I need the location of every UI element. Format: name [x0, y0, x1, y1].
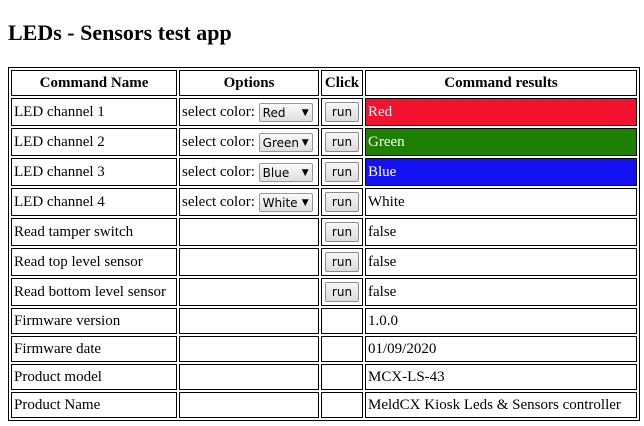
- table-row: Firmware date 01/09/2020: [11, 336, 637, 362]
- options-cell: [179, 392, 319, 418]
- command-name: LED channel 1: [11, 98, 177, 126]
- click-cell: [321, 336, 363, 362]
- options-cell: select color: Blue ▼: [179, 158, 319, 186]
- led3-color-select[interactable]: Blue ▼: [258, 162, 313, 182]
- header-command-name: Command Name: [11, 70, 177, 96]
- command-name: LED channel 2: [11, 128, 177, 156]
- selected-value: Red: [262, 105, 286, 120]
- led4-color-select[interactable]: White ▼: [258, 192, 313, 212]
- command-name: Read bottom level sensor: [11, 278, 177, 306]
- firmware-date-result: 01/09/2020: [365, 336, 637, 362]
- click-cell: [321, 308, 363, 334]
- click-cell: run: [321, 128, 363, 156]
- selected-value: White: [262, 195, 298, 210]
- led4-result: White: [365, 188, 637, 216]
- led2-run-button[interactable]: run: [325, 132, 359, 152]
- product-model-result: MCX-LS-43: [365, 364, 637, 390]
- page-title: LEDs - Sensors test app: [8, 20, 232, 45]
- select-color-label: select color:: [182, 103, 255, 120]
- options-cell: [179, 218, 319, 246]
- select-color-label: select color:: [182, 133, 255, 150]
- click-cell: run: [321, 158, 363, 186]
- table-row: Read bottom level sensor run false: [11, 278, 637, 306]
- options-cell: [179, 308, 319, 334]
- options-cell: [179, 364, 319, 390]
- click-cell: run: [321, 218, 363, 246]
- led1-color-select[interactable]: Red ▼: [258, 102, 313, 122]
- led2-color-select[interactable]: Green ▼: [258, 132, 313, 152]
- tamper-run-button[interactable]: run: [325, 222, 359, 242]
- command-name: Firmware date: [11, 336, 177, 362]
- table-row: LED channel 2 select color: Green ▼ run …: [11, 128, 637, 156]
- tamper-result: false: [365, 218, 637, 246]
- table-row: Firmware version 1.0.0: [11, 308, 637, 334]
- table-row: Product model MCX-LS-43: [11, 364, 637, 390]
- options-cell: [179, 248, 319, 276]
- bottom-sensor-run-button[interactable]: run: [325, 282, 359, 302]
- firmware-version-result: 1.0.0: [365, 308, 637, 334]
- options-cell: select color: Green ▼: [179, 128, 319, 156]
- dropdown-arrow-icon: ▼: [301, 167, 309, 178]
- led1-result: Red: [365, 98, 637, 126]
- dropdown-arrow-icon: ▼: [301, 107, 309, 118]
- selected-value: Blue: [262, 165, 290, 180]
- command-name: Read tamper switch: [11, 218, 177, 246]
- command-name: LED channel 3: [11, 158, 177, 186]
- click-cell: run: [321, 98, 363, 126]
- command-name: Product Name: [11, 392, 177, 418]
- command-name: Firmware version: [11, 308, 177, 334]
- click-cell: [321, 364, 363, 390]
- table-row: Read top level sensor run false: [11, 248, 637, 276]
- product-name-result: MeldCX Kiosk Leds & Sensors controller: [365, 392, 637, 418]
- bottom-sensor-result: false: [365, 278, 637, 306]
- click-cell: [321, 392, 363, 418]
- led3-run-button[interactable]: run: [325, 162, 359, 182]
- led2-result: Green: [365, 128, 637, 156]
- top-sensor-result: false: [365, 248, 637, 276]
- top-sensor-run-button[interactable]: run: [325, 252, 359, 272]
- led4-run-button[interactable]: run: [325, 192, 359, 212]
- header-click: Click: [321, 70, 363, 96]
- options-cell: select color: Red ▼: [179, 98, 319, 126]
- click-cell: run: [321, 188, 363, 216]
- header-options: Options: [179, 70, 319, 96]
- header-row: Command Name Options Click Command resul…: [11, 70, 637, 96]
- led3-result: Blue: [365, 158, 637, 186]
- header-command-results: Command results: [365, 70, 637, 96]
- dropdown-arrow-icon: ▼: [301, 137, 309, 148]
- click-cell: run: [321, 248, 363, 276]
- command-name: LED channel 4: [11, 188, 177, 216]
- commands-table: Command Name Options Click Command resul…: [8, 67, 640, 421]
- table-row: LED channel 4 select color: White ▼ run …: [11, 188, 637, 216]
- options-cell: [179, 336, 319, 362]
- table-row: Read tamper switch run false: [11, 218, 637, 246]
- options-cell: select color: White ▼: [179, 188, 319, 216]
- click-cell: run: [321, 278, 363, 306]
- options-cell: [179, 278, 319, 306]
- led1-run-button[interactable]: run: [325, 102, 359, 122]
- table-row: Product Name MeldCX Kiosk Leds & Sensors…: [11, 392, 637, 418]
- selected-value: Green: [262, 135, 299, 150]
- select-color-label: select color:: [182, 163, 255, 180]
- table-row: LED channel 3 select color: Blue ▼ run B…: [11, 158, 637, 186]
- table-row: LED channel 1 select color: Red ▼ run Re…: [11, 98, 637, 126]
- dropdown-arrow-icon: ▼: [301, 197, 309, 208]
- command-name: Product model: [11, 364, 177, 390]
- select-color-label: select color:: [182, 193, 255, 210]
- command-name: Read top level sensor: [11, 248, 177, 276]
